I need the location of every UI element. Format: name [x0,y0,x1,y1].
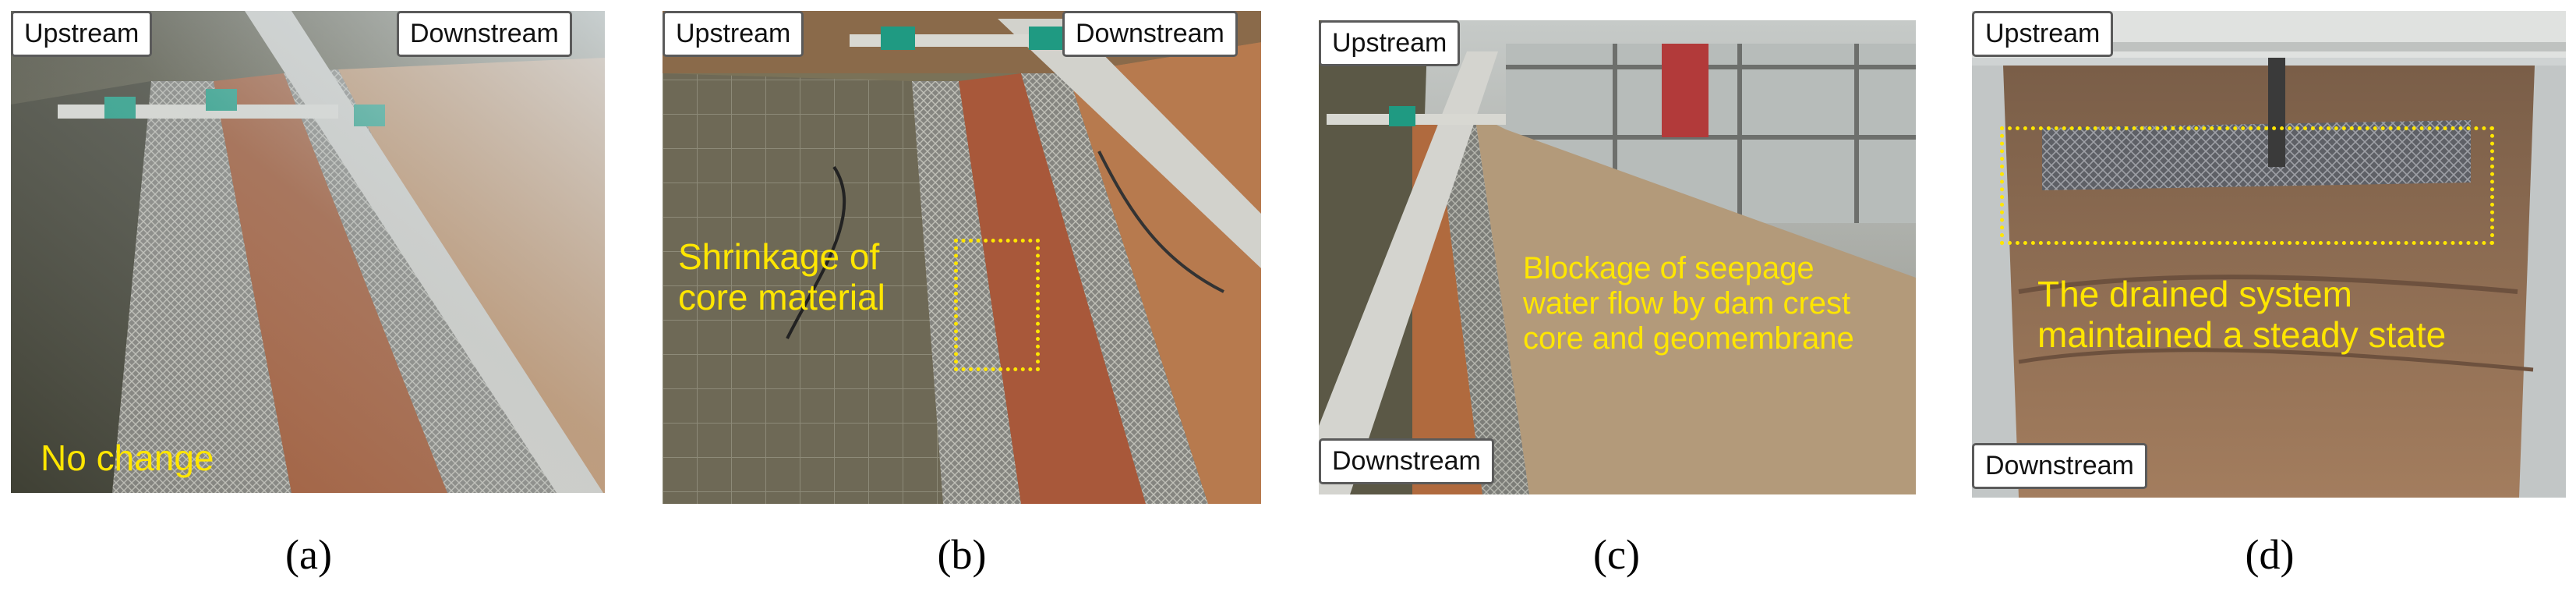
photo-dam-model-d [1972,11,2566,498]
annotation-no-change: No change [41,438,214,478]
photo-dam-model-c [1319,20,1916,494]
downstream-label: Downstream [1319,438,1494,485]
upstream-label: Upstream [11,11,153,58]
caption-a: (a) [285,531,332,578]
downstream-label: Downstream [397,11,572,58]
photo-panel-d: Upstream Downstream The drained system m… [1972,11,2566,498]
downstream-label: Downstream [1972,443,2147,490]
caption-c: (c) [1593,531,1640,578]
photo-panel-c: Upstream Downstream Blockage of seepage … [1319,20,1916,494]
upstream-label: Upstream [663,11,804,58]
annotation-blockage: Blockage of seepage water flow by dam cr… [1523,251,1854,356]
upstream-label: Upstream [1319,20,1461,67]
highlight-box [2000,126,2494,245]
highlight-box [954,239,1040,371]
annotation-steady-state: The drained system maintained a steady s… [2037,274,2447,355]
caption-d: (d) [2245,531,2295,578]
upstream-label: Upstream [1972,11,2114,58]
annotation-shrinkage: Shrinkage of core material [678,236,885,317]
photo-panel-b: Upstream Downstream Shrinkage of core ma… [663,11,1261,504]
downstream-label: Downstream [1062,11,1238,58]
photo-dam-model-b [663,11,1261,504]
photo-panel-a: Upstream Downstream No change [11,11,605,493]
caption-b: (b) [937,531,987,578]
photo-dam-model-a [11,11,605,493]
